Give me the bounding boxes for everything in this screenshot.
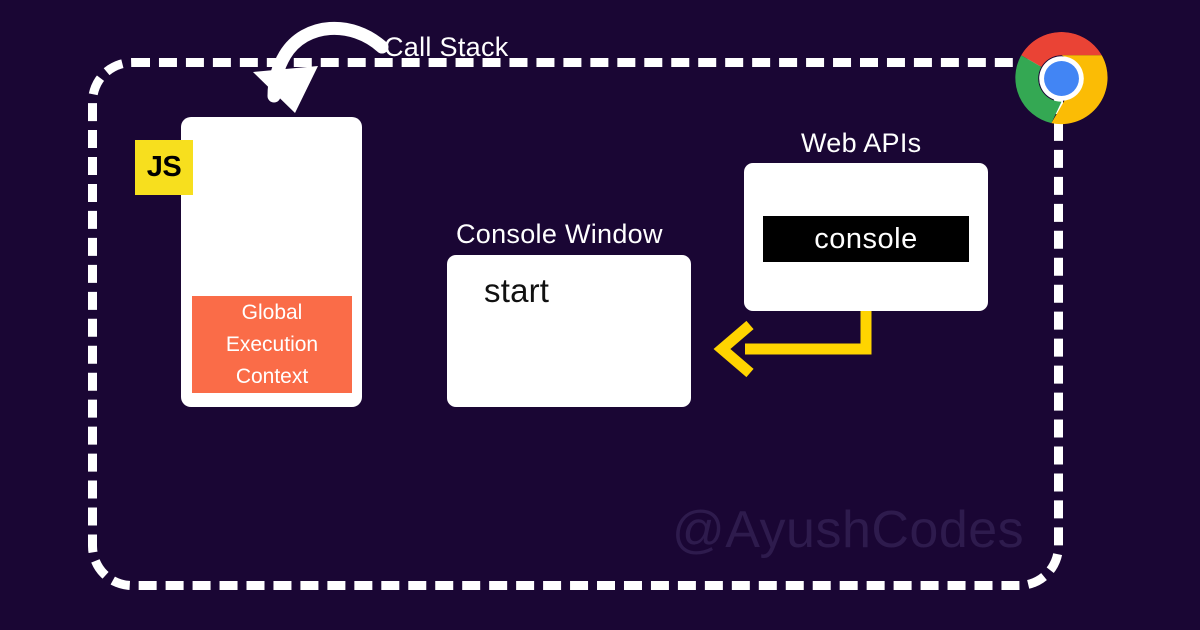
javascript-logo-badge: JS [135, 140, 193, 195]
watermark-handle: @AyushCodes [672, 501, 1025, 559]
gec-line-1: Global [241, 300, 303, 324]
web-apis-label: Web APIs [801, 128, 922, 158]
web-api-item-console-label: console [814, 222, 918, 255]
js-badge-text: JS [146, 151, 182, 183]
web-api-item-console: console [763, 216, 969, 262]
gec-line-2: Execution [225, 332, 319, 356]
global-execution-context-frame: Global Execution Context [192, 296, 352, 393]
call-stack-label: Call Stack [384, 32, 509, 62]
console-window-box [447, 255, 691, 407]
console-output-text: start [484, 272, 550, 309]
gec-line-3: Context [235, 364, 309, 388]
console-window-label: Console Window [456, 219, 663, 249]
chrome-logo-icon [1015, 31, 1108, 125]
